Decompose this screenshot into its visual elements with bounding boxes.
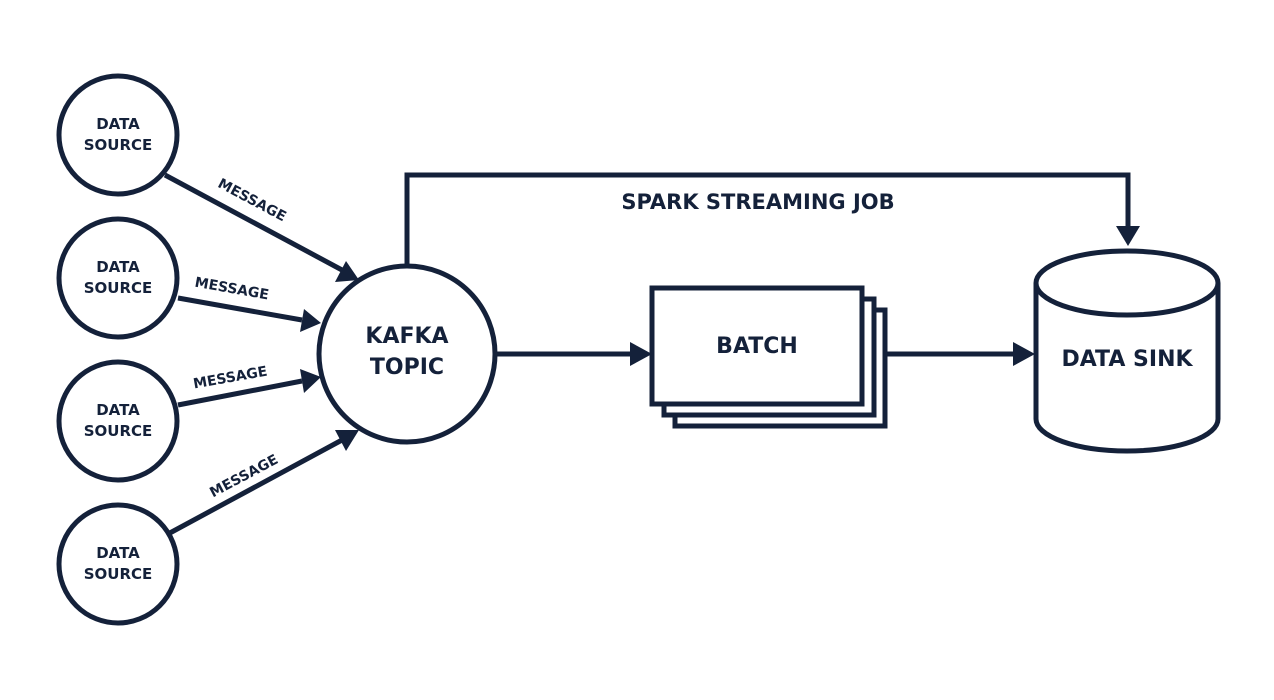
batch-to-sink-arrowhead <box>1013 342 1035 366</box>
message-arrow-1-head <box>335 261 359 282</box>
spark-streaming-job-label: SPARK STREAMING JOB <box>621 190 894 214</box>
data-source-4-label-line1: DATA <box>96 544 140 562</box>
message-label-2: MESSAGE <box>193 275 270 304</box>
data-source-1-label-line2: SOURCE <box>84 136 153 154</box>
kafka-topic-node: KAFKA TOPIC <box>316 263 498 445</box>
message-arrow-3-head <box>300 369 321 393</box>
data-sink-cylinder: DATA SINK <box>1033 248 1221 454</box>
spark-streaming-connector <box>404 172 1140 268</box>
data-source-node-4: DATA SOURCE <box>56 502 180 626</box>
data-source-node-1-circle <box>56 73 180 197</box>
message-arrow-4-head <box>335 430 359 451</box>
kafka-topic-node-circle <box>316 263 498 445</box>
data-sink-body <box>1033 283 1221 454</box>
message-arrow-2-line <box>177 295 303 323</box>
data-source-3-label-line2: SOURCE <box>84 422 153 440</box>
streaming-path-line <box>404 172 1131 268</box>
message-arrow-2 <box>177 295 321 332</box>
data-source-node-3: DATA SOURCE <box>56 359 180 483</box>
data-source-node-2-circle <box>56 216 180 340</box>
kafka-to-batch-arrowhead <box>630 342 652 366</box>
kafka-to-batch-arrow <box>497 342 652 366</box>
data-source-node-4-circle <box>56 502 180 626</box>
batch-stack: BATCH <box>649 285 888 429</box>
data-sink-label: DATA SINK <box>1061 347 1193 372</box>
data-sink-top <box>1033 248 1221 318</box>
message-arrow-2-head <box>300 309 321 332</box>
kafka-topic-label-line1: KAFKA <box>365 324 448 349</box>
message-arrow-3 <box>177 369 321 408</box>
data-source-node-1: DATA SOURCE <box>56 73 180 197</box>
data-source-1-label-line1: DATA <box>96 115 140 133</box>
message-arrow-1-line <box>163 172 344 273</box>
message-arrow-1 <box>163 172 359 282</box>
data-source-2-label-line2: SOURCE <box>84 279 153 297</box>
streaming-arrowhead <box>1116 226 1140 246</box>
data-source-3-label-line1: DATA <box>96 401 140 419</box>
message-arrow-3-line <box>177 378 303 408</box>
kafka-topic-label-line2: TOPIC <box>370 355 444 380</box>
batch-card-front <box>649 285 865 407</box>
data-source-2-label-line1: DATA <box>96 258 140 276</box>
batch-label: BATCH <box>716 334 798 359</box>
message-arrow-4 <box>166 430 359 537</box>
data-source-node-2: DATA SOURCE <box>56 216 180 340</box>
data-source-node-3-circle <box>56 359 180 483</box>
message-label-1: MESSAGE <box>215 176 289 225</box>
batch-to-sink-arrow <box>886 342 1035 366</box>
message-arrow-4-line <box>166 437 344 537</box>
data-source-4-label-line2: SOURCE <box>84 565 153 583</box>
